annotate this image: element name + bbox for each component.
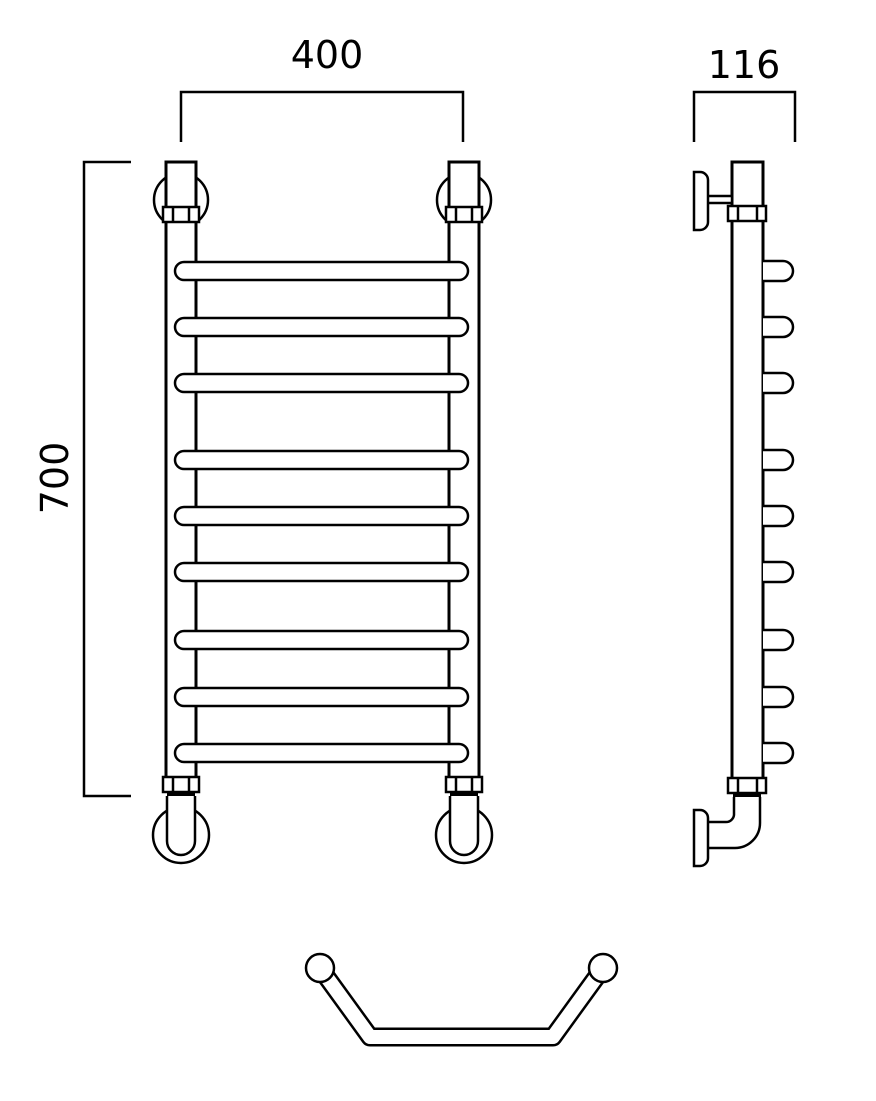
rung: [173, 449, 470, 471]
rung-stub: [763, 259, 795, 283]
rung-stub: [763, 315, 795, 339]
outlet-elbow: [705, 797, 762, 850]
union-nut: [444, 205, 484, 224]
union-nut: [161, 775, 201, 794]
bracket-arm: [705, 194, 734, 205]
top-view-profile: [304, 952, 619, 1047]
rung: [173, 316, 470, 338]
rung: [173, 629, 470, 651]
height-label: 700: [33, 442, 77, 515]
union-nut: [726, 204, 768, 223]
rung-stub: [763, 560, 795, 584]
side-pipe: [730, 160, 765, 782]
rung-stub: [763, 448, 795, 472]
rung-stub: [763, 371, 795, 395]
rung-stub: [763, 504, 795, 528]
rung-stub: [763, 685, 795, 709]
depth-dimension: 116: [692, 43, 797, 142]
width-label: 400: [291, 33, 364, 77]
union-nut: [726, 776, 768, 795]
height-dimension: 700: [33, 160, 131, 798]
pipe-end: [587, 952, 619, 984]
rung: [173, 505, 470, 527]
wall-plate: [692, 170, 710, 232]
wall-plate: [692, 808, 710, 868]
pipe-end: [304, 952, 336, 984]
union-nut: [444, 775, 484, 794]
rung: [173, 561, 470, 583]
union-nut: [161, 205, 201, 224]
depth-label: 116: [708, 43, 781, 87]
outlet-elbow: [448, 796, 480, 857]
rung-stub: [763, 741, 795, 765]
front-view: [151, 160, 494, 865]
outlet-elbow: [165, 796, 197, 857]
rung: [173, 742, 470, 764]
rung: [173, 686, 470, 708]
side-view: [692, 160, 795, 868]
rung-stub: [763, 628, 795, 652]
rung: [173, 260, 470, 282]
width-dimension: 400: [179, 33, 465, 142]
rung: [173, 372, 470, 394]
